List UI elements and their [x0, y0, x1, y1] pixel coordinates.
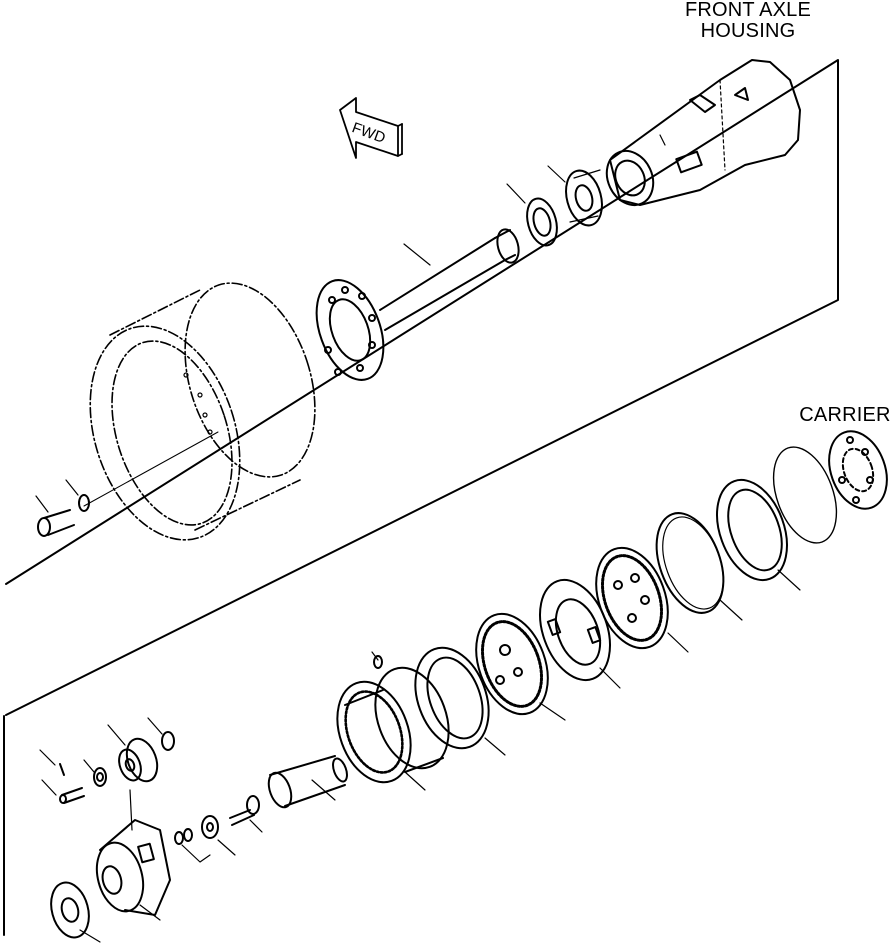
brake-piston [716, 478, 801, 591]
planet-gear [107, 724, 159, 783]
front-axle-housing-label: FRONT AXLE HOUSING [684, 0, 812, 42]
wheel-rim [89, 282, 316, 541]
wheel-bolt [35, 495, 75, 537]
group-boundary-lines [3, 59, 839, 936]
roll-pin [39, 749, 65, 776]
axle-shaft [315, 228, 520, 381]
friction-disc-2 [475, 612, 566, 721]
planet-carrier-hub [95, 789, 171, 921]
seal-ring-lower [414, 646, 506, 756]
bottom-bearing [50, 881, 101, 943]
carrier-bolt [229, 795, 263, 833]
needle-bearing [83, 759, 107, 787]
pin [371, 651, 383, 669]
washer-lower [201, 815, 236, 856]
carrier-label: CARRIER [799, 404, 891, 426]
small-washers [174, 828, 211, 863]
wheel-washer [65, 479, 90, 512]
planet-pin [41, 779, 85, 804]
snap-ring [772, 446, 838, 544]
thrust-washer [147, 717, 175, 751]
front-axle-housing [605, 59, 801, 207]
sun-gear-shaft [267, 755, 348, 809]
fwd-arrow: FWD [339, 97, 403, 159]
o-ring [655, 512, 743, 621]
bearing-upper [547, 165, 603, 227]
seal-upper [506, 183, 558, 247]
wheel-bolt-holes [83, 372, 219, 507]
carrier [828, 430, 888, 510]
separator-plate [539, 578, 621, 689]
ring-gear [336, 666, 450, 791]
